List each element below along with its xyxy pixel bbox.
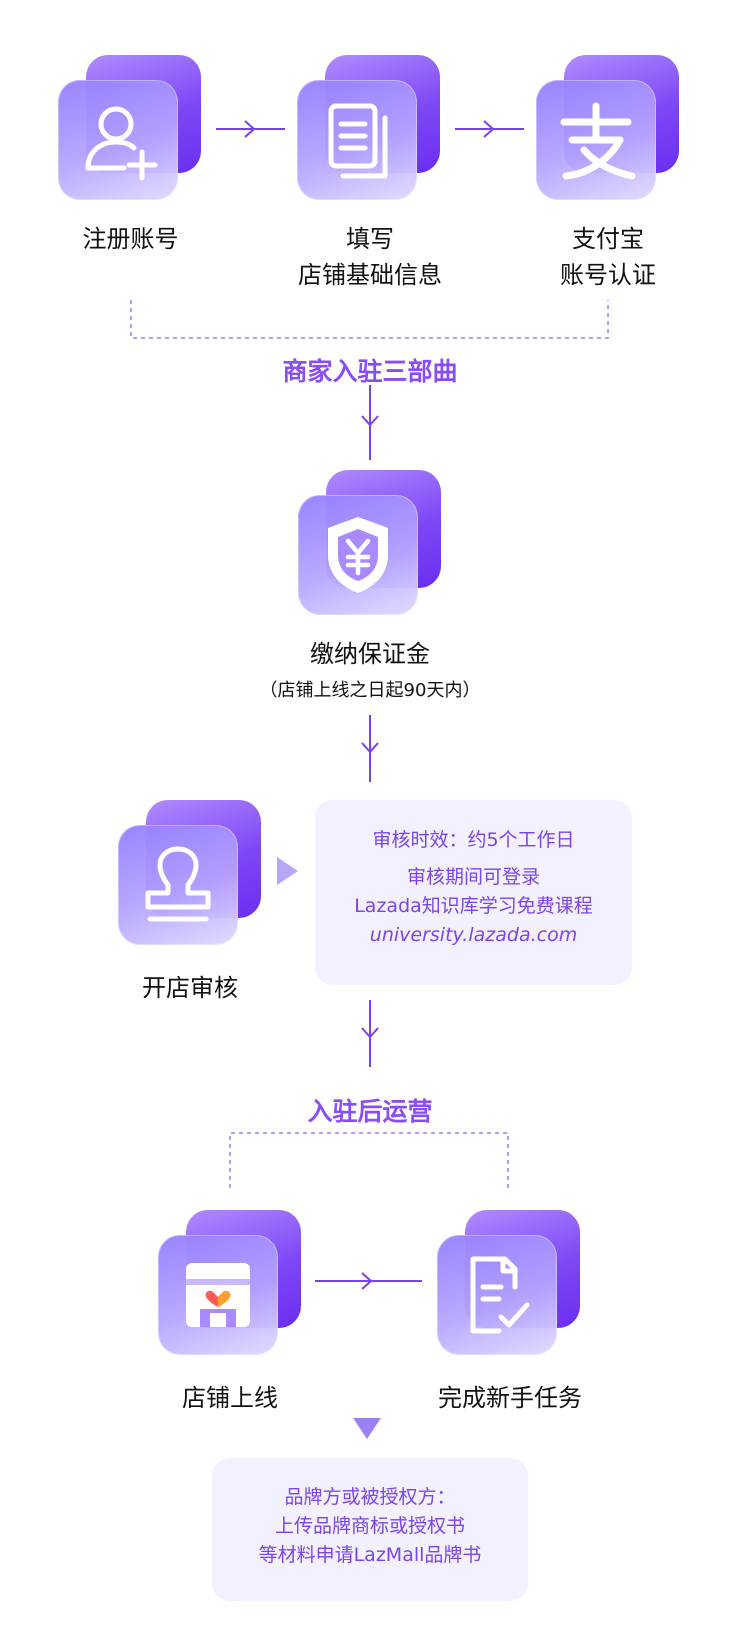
checklist-document-icon (470, 1256, 530, 1334)
yuan-shield-icon (328, 517, 388, 593)
stamp-icon (145, 846, 211, 922)
fill-info-tile (297, 55, 442, 200)
step-fill-info-line1: 填写 (346, 225, 394, 253)
review-note-box: 审核时效：约5个工作日 审核期间可登录 Lazada知识库学习免费课程 univ… (315, 800, 632, 985)
step-fill-info-label: 填写 店铺基础信息 (270, 221, 470, 293)
register-tile (58, 55, 203, 200)
alipay-icon (560, 102, 636, 180)
store-online-tile (158, 1210, 303, 1355)
add-user-icon (85, 106, 158, 181)
new-tasks-tile (437, 1210, 582, 1355)
review-note-line1: 审核时效：约5个工作日 (372, 829, 575, 851)
step-alipay-line1: 支付宝 (572, 225, 644, 253)
document-icon (328, 103, 388, 179)
brand-note-line2: 上传品牌商标或授权书 (274, 1515, 465, 1537)
review-note-link[interactable]: university.lazada.com (369, 924, 578, 946)
review-note-line3: Lazada知识库学习免费课程 (354, 895, 593, 917)
step-alipay-label: 支付宝 账号认证 (508, 221, 708, 293)
deposit-tile (298, 470, 443, 615)
storefront-icon (186, 1263, 250, 1327)
review-note-line2: 审核期间可登录 (406, 866, 540, 888)
brand-note-box: 品牌方或被授权方： 上传品牌商标或授权书 等材料申请LazMall品牌书 (212, 1458, 528, 1601)
step-new-tasks-label: 完成新手任务 (438, 1384, 582, 1412)
review-tile (118, 800, 263, 945)
alipay-tile (536, 55, 681, 200)
step-store-online-label: 店铺上线 (182, 1384, 278, 1412)
brand-note-line1: 品牌方或被授权方： (284, 1486, 456, 1508)
step-review-label: 开店审核 (142, 974, 238, 1002)
brand-note-line3: 等材料申请LazMall品牌书 (258, 1544, 482, 1566)
step-register-label: 注册账号 (82, 225, 179, 253)
step-alipay-line2: 账号认证 (560, 261, 656, 289)
three-steps-title: 商家入驻三部曲 (282, 357, 458, 386)
step-deposit-sublabel: （店铺上线之日起90天内） (259, 680, 481, 701)
after-operation-title: 入驻后运营 (307, 1097, 433, 1126)
step-fill-info-line2: 店铺基础信息 (298, 261, 442, 289)
step-deposit-label: 缴纳保证金 (310, 640, 430, 668)
